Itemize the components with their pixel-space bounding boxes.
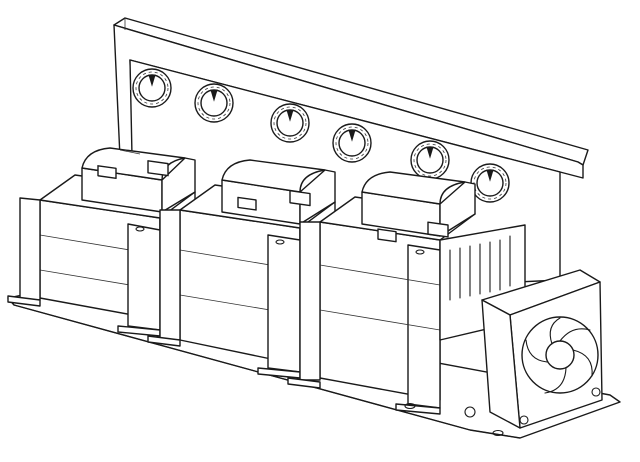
knob-4 [332, 123, 372, 163]
cooling-fan [464, 269, 603, 429]
knob-5 [410, 140, 450, 180]
knob-6 [470, 163, 510, 203]
knob-1 [132, 68, 172, 108]
module-3 [287, 171, 476, 415]
knob-3 [270, 103, 310, 143]
knob-2 [194, 83, 234, 123]
knob-row [132, 68, 510, 203]
